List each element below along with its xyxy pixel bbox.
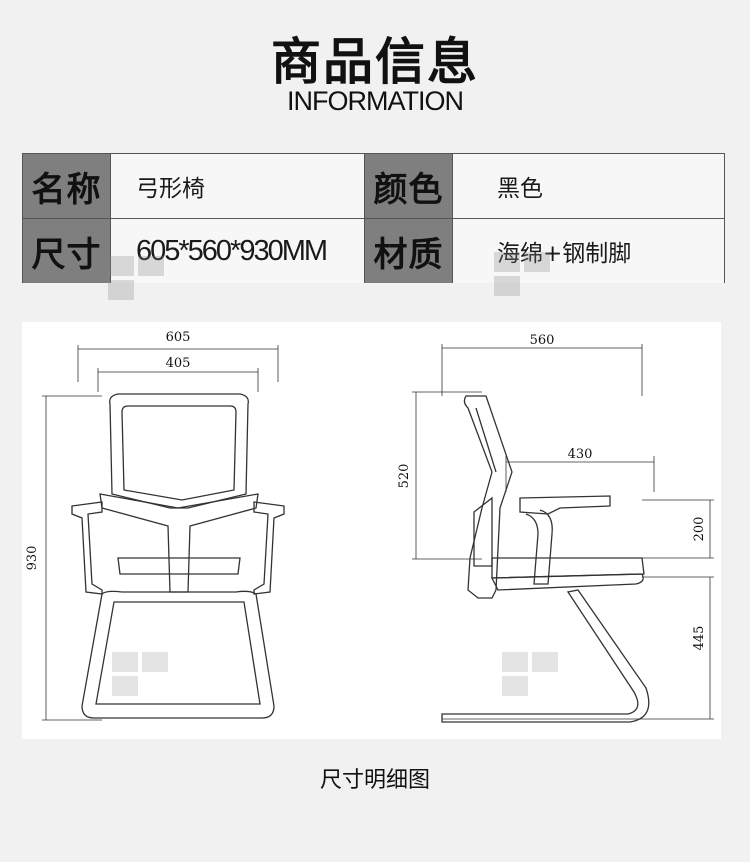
page-title-en: INFORMATION — [287, 86, 464, 116]
size-value: 605*560*930MM — [110, 219, 364, 283]
material-label: 材质 — [364, 219, 452, 283]
chair-drawing-svg: 605 405 930 — [25, 330, 714, 723]
color-value: 黑色 — [452, 154, 724, 218]
side-dimension-labels: 560 430 520 200 445 — [397, 333, 707, 650]
drawing-caption: 尺寸明细图 — [319, 768, 430, 793]
spec-row: 尺寸 605*560*930MM 材质 海绵+钢制脚 — [23, 219, 724, 283]
side-view — [412, 344, 714, 723]
watermark-logo — [108, 256, 164, 300]
spec-row: 名称 弓形椅 颜色 黑色 — [23, 154, 724, 219]
dimension-drawing: 605 405 930 — [22, 322, 721, 739]
name-value: 弓形椅 — [110, 154, 364, 218]
dim-445: 445 — [692, 626, 707, 651]
dim-520: 520 — [397, 464, 412, 489]
front-dimension-labels: 605 405 930 — [25, 330, 190, 570]
name-label: 名称 — [23, 154, 110, 218]
dim-430: 430 — [568, 447, 593, 462]
dim-930: 930 — [25, 546, 40, 571]
dim-200: 200 — [692, 517, 707, 542]
color-label: 颜色 — [364, 154, 452, 218]
dim-405: 405 — [166, 356, 191, 371]
spec-table: 名称 弓形椅 颜色 黑色 尺寸 605*560*930MM 材质 海绵+钢制脚 — [22, 153, 725, 283]
page-title-cn: 商品信息 — [271, 33, 479, 91]
material-value: 海绵+钢制脚 — [452, 219, 724, 283]
front-view — [42, 345, 285, 721]
watermark-logo — [112, 652, 558, 696]
watermark-logo — [494, 252, 550, 296]
dim-605: 605 — [166, 330, 191, 345]
size-label: 尺寸 — [23, 219, 110, 283]
dim-560: 560 — [530, 333, 555, 348]
